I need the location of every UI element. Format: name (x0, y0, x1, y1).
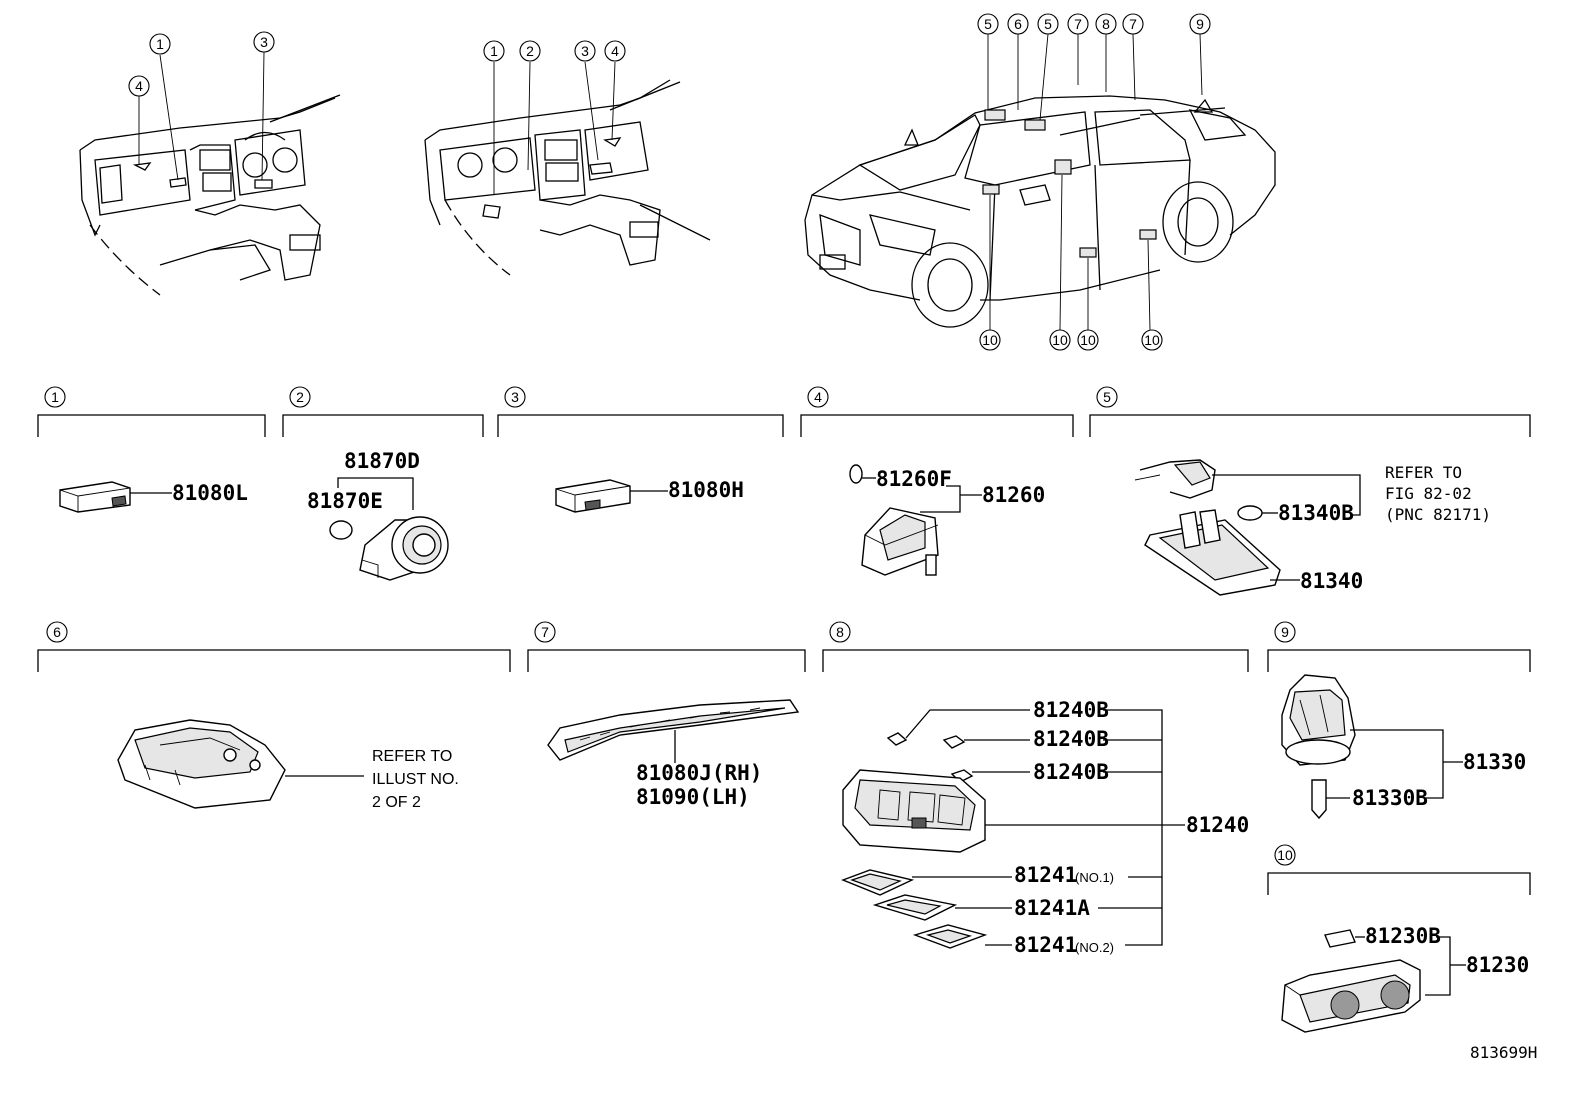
part-81260: 81260 (982, 483, 1045, 507)
part-81080L: 81080L (172, 481, 248, 505)
refer-note-5-line3: (PNC 82171) (1385, 505, 1491, 524)
part-81870E: 81870E (307, 489, 383, 513)
section-6-map-lamp: REFER TO ILLUST NO. 2 OF 2 (117, 719, 459, 811)
svg-text:4: 4 (814, 389, 822, 405)
section-brackets (37, 414, 1531, 895)
svg-text:5: 5 (1103, 389, 1111, 405)
section-7-stop-lamp: 81080J(RH) 81090(LH) (547, 699, 800, 809)
svg-text:10: 10 (1277, 847, 1293, 863)
part-81240: 81240 (1186, 813, 1249, 837)
svg-text:6: 6 (1014, 16, 1022, 32)
part-81240B-2: 81240B (1033, 727, 1109, 751)
part-81080J-rh: 81080J(RH) (636, 761, 762, 785)
section-9-lamp-81330: 81330 81330B (1281, 674, 1526, 820)
refer-note-6-line1: REFER TO (372, 748, 452, 765)
part-81330: 81330 (1463, 750, 1526, 774)
svg-text:7: 7 (1074, 16, 1082, 32)
svg-text:3: 3 (511, 389, 519, 405)
part-81230B: 81230B (1365, 924, 1441, 948)
svg-text:9: 9 (1281, 624, 1289, 640)
part-81230: 81230 (1466, 953, 1529, 977)
svg-text:4: 4 (135, 78, 143, 94)
part-81240B-3: 81240B (1033, 760, 1109, 784)
svg-text:2: 2 (526, 43, 534, 59)
part-81080H: 81080H (668, 478, 744, 502)
part-81340B: 81340B (1278, 501, 1354, 525)
section-3-lamp-81080H: 81080H (555, 478, 744, 513)
part-81241-no1: 81241 (1014, 863, 1077, 887)
part-81870D: 81870D (344, 449, 420, 473)
svg-text:10: 10 (1052, 332, 1068, 348)
section-8-room-lamp: 81240B 81240B 81240B 81240 81241 (NO.1) … (841, 698, 1249, 957)
dashboard-illustration-left (79, 51, 341, 296)
svg-text:10: 10 (1080, 332, 1096, 348)
section-4-lamp-81260: 81260F 81260 (849, 464, 1045, 576)
svg-text:10: 10 (982, 332, 998, 348)
svg-text:1: 1 (51, 389, 59, 405)
part-81240B-1: 81240B (1033, 698, 1109, 722)
svg-text:7: 7 (541, 624, 549, 640)
section-2-lamp-81870: 81870D 81870E (307, 449, 449, 581)
svg-text:8: 8 (836, 624, 844, 640)
part-81241-no2-suffix: (NO.2) (1075, 940, 1114, 955)
svg-text:3: 3 (581, 43, 589, 59)
svg-text:2: 2 (296, 389, 304, 405)
svg-text:7: 7 (1129, 16, 1137, 32)
svg-text:1: 1 (490, 43, 498, 59)
svg-text:1: 1 (156, 36, 164, 52)
part-81241-no2: 81241 (1014, 933, 1077, 957)
svg-text:5: 5 (1044, 16, 1052, 32)
dashboard-illustration-right (424, 61, 711, 276)
svg-text:5: 5 (984, 16, 992, 32)
refer-note-5-line2: FIG 82-02 (1385, 484, 1472, 503)
part-81241A: 81241A (1014, 896, 1090, 920)
part-81340: 81340 (1300, 569, 1363, 593)
part-81090-lh: 81090(LH) (636, 785, 750, 809)
car-illustration (804, 33, 1276, 331)
section-10-courtesy-lamp: 81230B 81230 (1281, 924, 1529, 1033)
refer-note-6-line2: ILLUST NO. (372, 771, 459, 788)
svg-text:4: 4 (611, 43, 619, 59)
part-81330B: 81330B (1352, 786, 1428, 810)
circle-numbers: 1 4 3 1 2 3 4 5 6 5 7 8 7 9 10 10 10 10 … (44, 13, 1296, 866)
svg-text:8: 8 (1102, 16, 1110, 32)
diagram-code: 813699H (1470, 1043, 1537, 1062)
svg-text:3: 3 (260, 34, 268, 50)
part-81260F: 81260F (876, 467, 952, 491)
section-5-lamp-81340: 81340B 81340 REFER TO FIG 82-02 (PNC 821… (1134, 459, 1491, 596)
section-1-lamp-81080L: 81080L (59, 481, 248, 513)
refer-note-6-line3: 2 OF 2 (372, 794, 421, 811)
svg-text:9: 9 (1196, 16, 1204, 32)
svg-text:10: 10 (1144, 332, 1160, 348)
refer-note-5-line1: REFER TO (1385, 463, 1462, 482)
part-81241-no1-suffix: (NO.1) (1075, 870, 1114, 885)
svg-text:6: 6 (53, 624, 61, 640)
